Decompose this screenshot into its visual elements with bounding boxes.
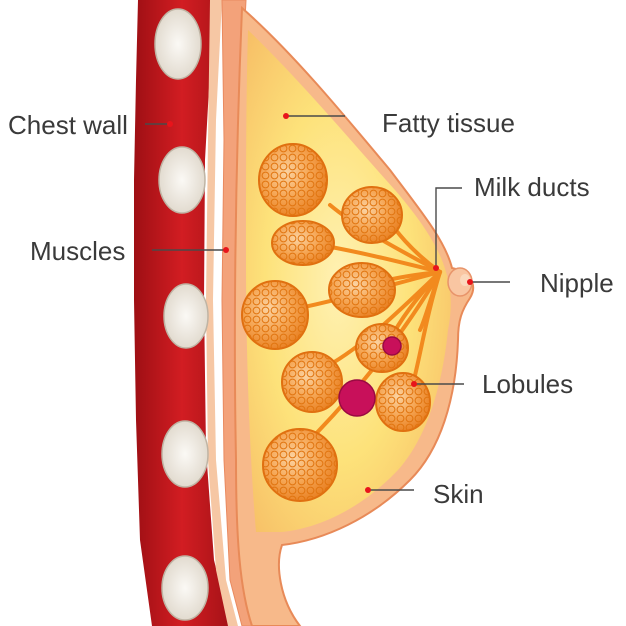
skin-label: Skin <box>433 479 484 509</box>
rib <box>164 284 208 348</box>
rib <box>155 9 201 79</box>
lobule <box>376 373 430 431</box>
rib <box>162 421 208 487</box>
lobule <box>263 429 337 501</box>
lobules-label: Lobules <box>482 369 573 399</box>
tumor-large <box>339 380 375 416</box>
lobule <box>329 263 395 317</box>
muscles-label: Muscles <box>30 236 125 266</box>
chest-wall-label: Chest wall <box>8 110 128 140</box>
lobule <box>242 281 308 349</box>
lobule <box>342 187 402 243</box>
lobule <box>282 352 342 412</box>
lobule <box>259 144 327 216</box>
lobule <box>272 221 334 265</box>
nipple-label: Nipple <box>540 268 614 298</box>
tumor-small <box>383 337 401 355</box>
milk-ducts-label: Milk ducts <box>474 172 590 202</box>
rib <box>162 556 208 620</box>
rib <box>159 147 205 213</box>
fatty-tissue-label: Fatty tissue <box>382 108 515 138</box>
